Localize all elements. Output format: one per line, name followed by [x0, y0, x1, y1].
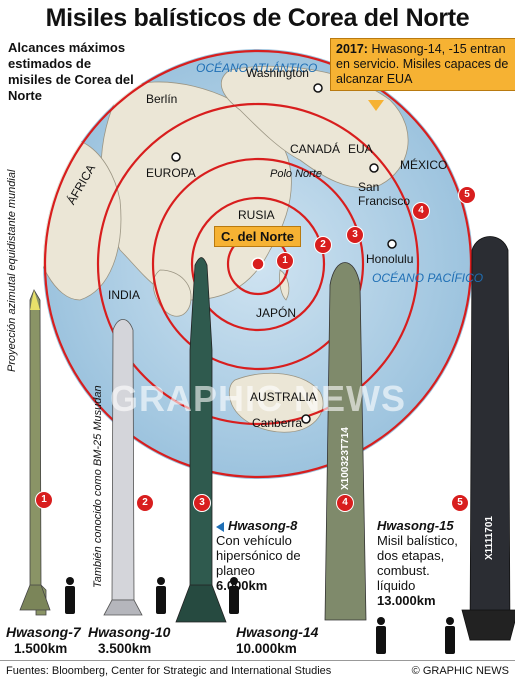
missile-number-2: 2 — [136, 494, 154, 512]
missile-number-1: 1 — [35, 491, 53, 509]
footer-credit: © GRAPHIC NEWS — [411, 665, 509, 677]
berlin-marker — [171, 152, 181, 162]
callout-2017: 2017: Hwasong-14, -15 entran en servicio… — [330, 38, 515, 91]
label-india: INDIA — [108, 288, 141, 302]
ring-number-5: 5 — [458, 186, 476, 204]
label-north-korea: C. del Norte — [214, 226, 301, 247]
footer: Fuentes: Bloomberg, Center for Strategic… — [0, 660, 515, 683]
missile-5-range: 13.000km — [377, 593, 436, 608]
missile-5-name: Hwasong-15 — [377, 518, 454, 533]
range-ring-5 — [43, 49, 473, 479]
north-korea-marker — [251, 257, 265, 271]
landmass-india — [152, 269, 192, 317]
bm25-note: También conocido como BM-25 Musudan — [92, 385, 104, 588]
page-title: Misiles balísticos de Corea del Norte — [45, 4, 470, 32]
missile-1-name: Hwasong-7 — [6, 624, 81, 640]
missile-3-description: Hwasong-8 Con vehículo hipersónico de pl… — [216, 518, 326, 593]
missile-4-serial: Х100323Т714 — [340, 427, 351, 490]
missile-1-body — [19, 289, 51, 616]
missile-2-body — [103, 319, 143, 616]
missile-3-desc: Con vehículo hipersónico de planeo — [216, 533, 301, 578]
label-berlin: Berlín — [146, 92, 178, 106]
label-polo-norte: Polo Norte — [270, 168, 322, 180]
missile-number-3: 3 — [193, 494, 211, 512]
label-pacific: OCÉANO PACÍFICO — [372, 271, 484, 285]
range-ring-4 — [96, 102, 420, 426]
watermark: GRAPHIC NEWS — [110, 378, 407, 419]
ring-number-3: 3 — [346, 226, 364, 244]
missile-4-range: 10.000km — [236, 641, 297, 656]
label-honolulu: Honolulu — [366, 252, 414, 266]
missile-number-5: 5 — [451, 494, 469, 512]
missile-3-range: 6.000km — [216, 578, 268, 593]
label-canada: CANADÁ — [290, 142, 341, 156]
human-silhouette-2 — [156, 577, 166, 614]
label-mexico: MÉXICO — [400, 158, 448, 172]
range-ring-2 — [190, 196, 326, 332]
human-silhouette-4 — [376, 617, 386, 654]
missile-4-name: Hwasong-14 — [236, 624, 319, 640]
pointer-arrow-icon — [216, 521, 224, 532]
callout-year: 2017: — [336, 42, 368, 56]
ring-number-4: 4 — [412, 202, 430, 220]
label-san-francisco: San Francisco — [358, 180, 411, 208]
missile-number-4: 4 — [336, 494, 354, 512]
human-silhouette-1 — [65, 577, 75, 614]
projection-note: Proyección azimutal equidistante mundial — [6, 169, 18, 372]
ring-number-1: 1 — [276, 252, 294, 270]
callout-text: Hwasong-14, -15 entran en servicio. Misi… — [336, 42, 509, 86]
canberra-marker — [301, 414, 311, 424]
subtitle: Alcances máximos estimados de misiles de… — [8, 40, 134, 103]
label-japon: JAPÓN — [256, 306, 297, 320]
san-francisco-marker — [369, 163, 379, 173]
missile-5-body — [461, 236, 515, 641]
label-europa: EUROPA — [146, 166, 196, 180]
label-rusia: RUSIA — [238, 208, 275, 222]
washington-marker — [313, 83, 323, 93]
label-australia: AUSTRALIA — [250, 390, 317, 404]
range-ring-3 — [151, 157, 365, 371]
human-silhouette-5 — [445, 617, 455, 654]
callout-pointer — [368, 100, 384, 111]
missile-5-desc: Misil balístico, dos etapas, combust. lí… — [377, 533, 458, 593]
missile-4-body — [324, 262, 367, 621]
ring-number-2: 2 — [314, 236, 332, 254]
missile-2-name: Hwasong-10 — [88, 624, 171, 640]
missile-3-name: Hwasong-8 — [228, 518, 298, 533]
honolulu-marker — [387, 239, 397, 249]
missile-1-range: 1.500km — [14, 641, 68, 656]
missile-5-serial: Х1111701 — [484, 516, 495, 560]
missile-5-description: Hwasong-15 Misil balístico, dos etapas, … — [377, 518, 467, 608]
label-washington: Washington — [246, 66, 309, 80]
human-silhouette-3 — [229, 577, 239, 614]
missile-2-range: 3.500km — [98, 641, 152, 656]
footer-sources: Fuentes: Bloomberg, Center for Strategic… — [6, 665, 332, 677]
label-canberra: Canberra — [252, 416, 303, 430]
label-eua: EUA — [348, 142, 373, 156]
